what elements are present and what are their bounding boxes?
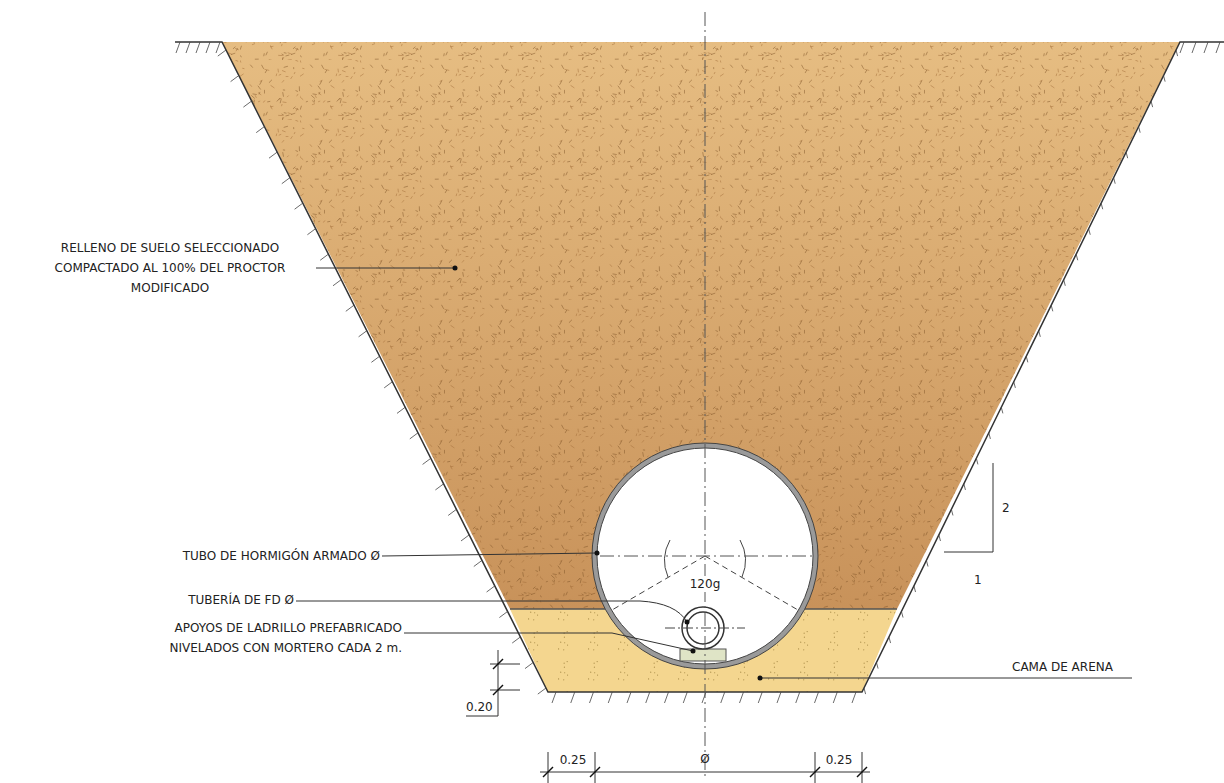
sand-texture <box>510 609 897 692</box>
leader-line <box>382 553 597 556</box>
soil-hatching <box>176 42 1220 703</box>
axis-line <box>600 556 815 557</box>
leader-dot <box>595 551 600 556</box>
leader-line <box>316 268 455 269</box>
angle-arc <box>740 540 745 577</box>
dimension-text: 0.25 <box>556 750 590 770</box>
dimension-line <box>490 664 520 665</box>
dimension-text: 0.25 <box>822 750 856 770</box>
ground-line <box>175 42 1224 692</box>
bed-label: CAMA DE ARENA <box>1012 657 1172 677</box>
fill-label: RELLENO DE SUELO SELECCIONADO COMPACTADO… <box>26 238 314 298</box>
dimension-text: 0.20 <box>466 697 500 717</box>
leader-line <box>296 601 687 622</box>
support-label: APOYOS DE LADRILLO PREFABRICADO NIVELADO… <box>140 618 402 658</box>
pipe-label: TUBO DE HORMIGÓN ARMADO Ø <box>100 546 380 566</box>
axis-line <box>705 12 706 780</box>
brick-support <box>680 649 726 661</box>
dimension-text: Ø <box>690 749 720 769</box>
leader-line <box>760 678 1132 679</box>
slope-indicator <box>944 463 993 552</box>
pipe-label: TUBERÍA DE FD Ø <box>100 590 294 610</box>
angle-arc <box>665 540 670 577</box>
axis-line <box>665 628 745 629</box>
slope-number: 2 <box>1002 498 1022 518</box>
dimension-tick <box>493 685 503 695</box>
dimension-line <box>540 772 870 773</box>
leader-line <box>404 633 693 651</box>
angle-label: 120g <box>684 576 726 592</box>
slope-number: 1 <box>974 570 994 590</box>
leader-dot <box>691 649 696 654</box>
sand-bed <box>510 609 897 692</box>
leader-dot <box>758 676 763 681</box>
dimension-line <box>498 706 499 716</box>
leader-dot <box>685 620 690 625</box>
dimension-line <box>466 716 498 717</box>
leader-dot <box>453 266 458 271</box>
dimension-tick <box>493 659 503 669</box>
dimension-line <box>498 650 499 706</box>
dimension-line <box>490 690 520 691</box>
